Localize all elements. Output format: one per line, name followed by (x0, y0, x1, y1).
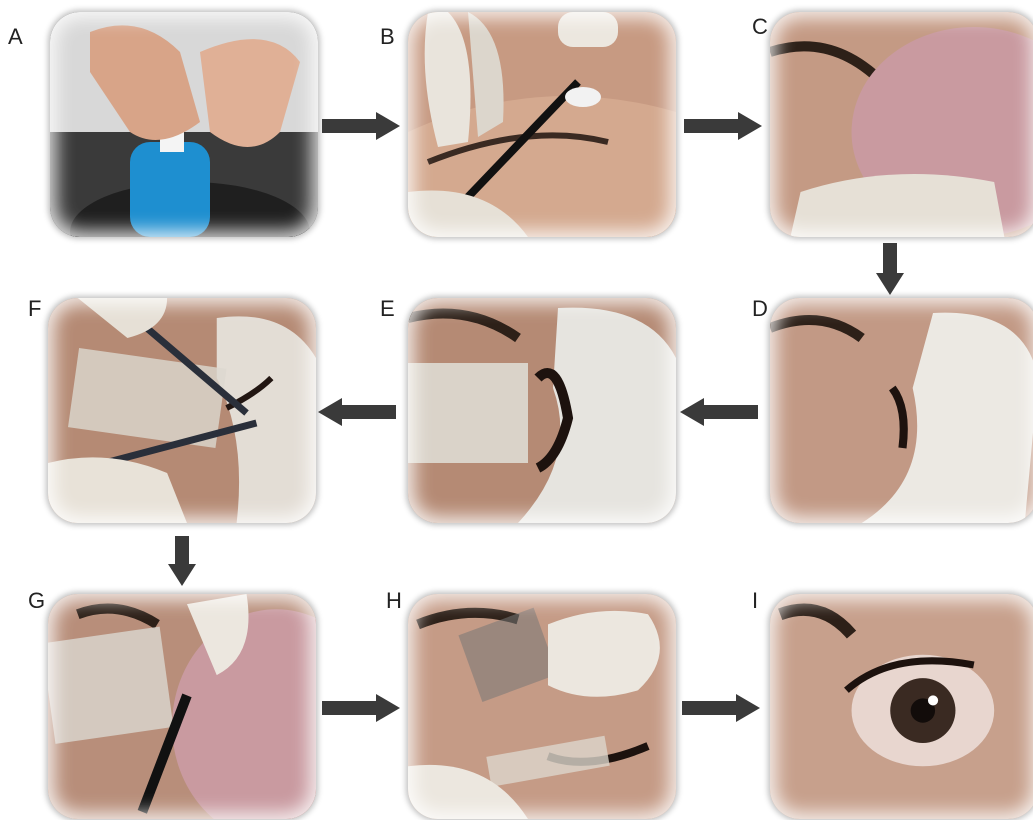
arrow-down-icon (168, 536, 196, 586)
panel-label-f: F (28, 298, 41, 320)
panel-g-image (48, 594, 316, 819)
panel-d-image (770, 298, 1033, 523)
panel-h-image (408, 594, 676, 819)
panel-label-b: B (380, 26, 395, 48)
panel-f-image (48, 298, 316, 523)
panel-label-i: I (752, 590, 758, 612)
panel-label-a: A (8, 26, 23, 48)
panel-label-d: D (752, 298, 768, 320)
arrow-left-icon (318, 398, 396, 426)
panel-c-image (770, 12, 1033, 237)
panel-label-h: H (386, 590, 402, 612)
panel-label-c: C (752, 16, 768, 38)
arrow-right-icon (684, 112, 762, 140)
arrow-right-icon (682, 694, 760, 722)
panel-a-image (50, 12, 318, 237)
arrow-down-icon (876, 243, 904, 295)
arrow-right-icon (322, 112, 400, 140)
panel-b-image (408, 12, 676, 237)
panel-label-g: G (28, 590, 45, 612)
panel-label-e: E (380, 298, 395, 320)
panel-e-image (408, 298, 676, 523)
arrow-left-icon (680, 398, 758, 426)
arrow-right-icon (322, 694, 400, 722)
panel-i-image (770, 594, 1033, 819)
